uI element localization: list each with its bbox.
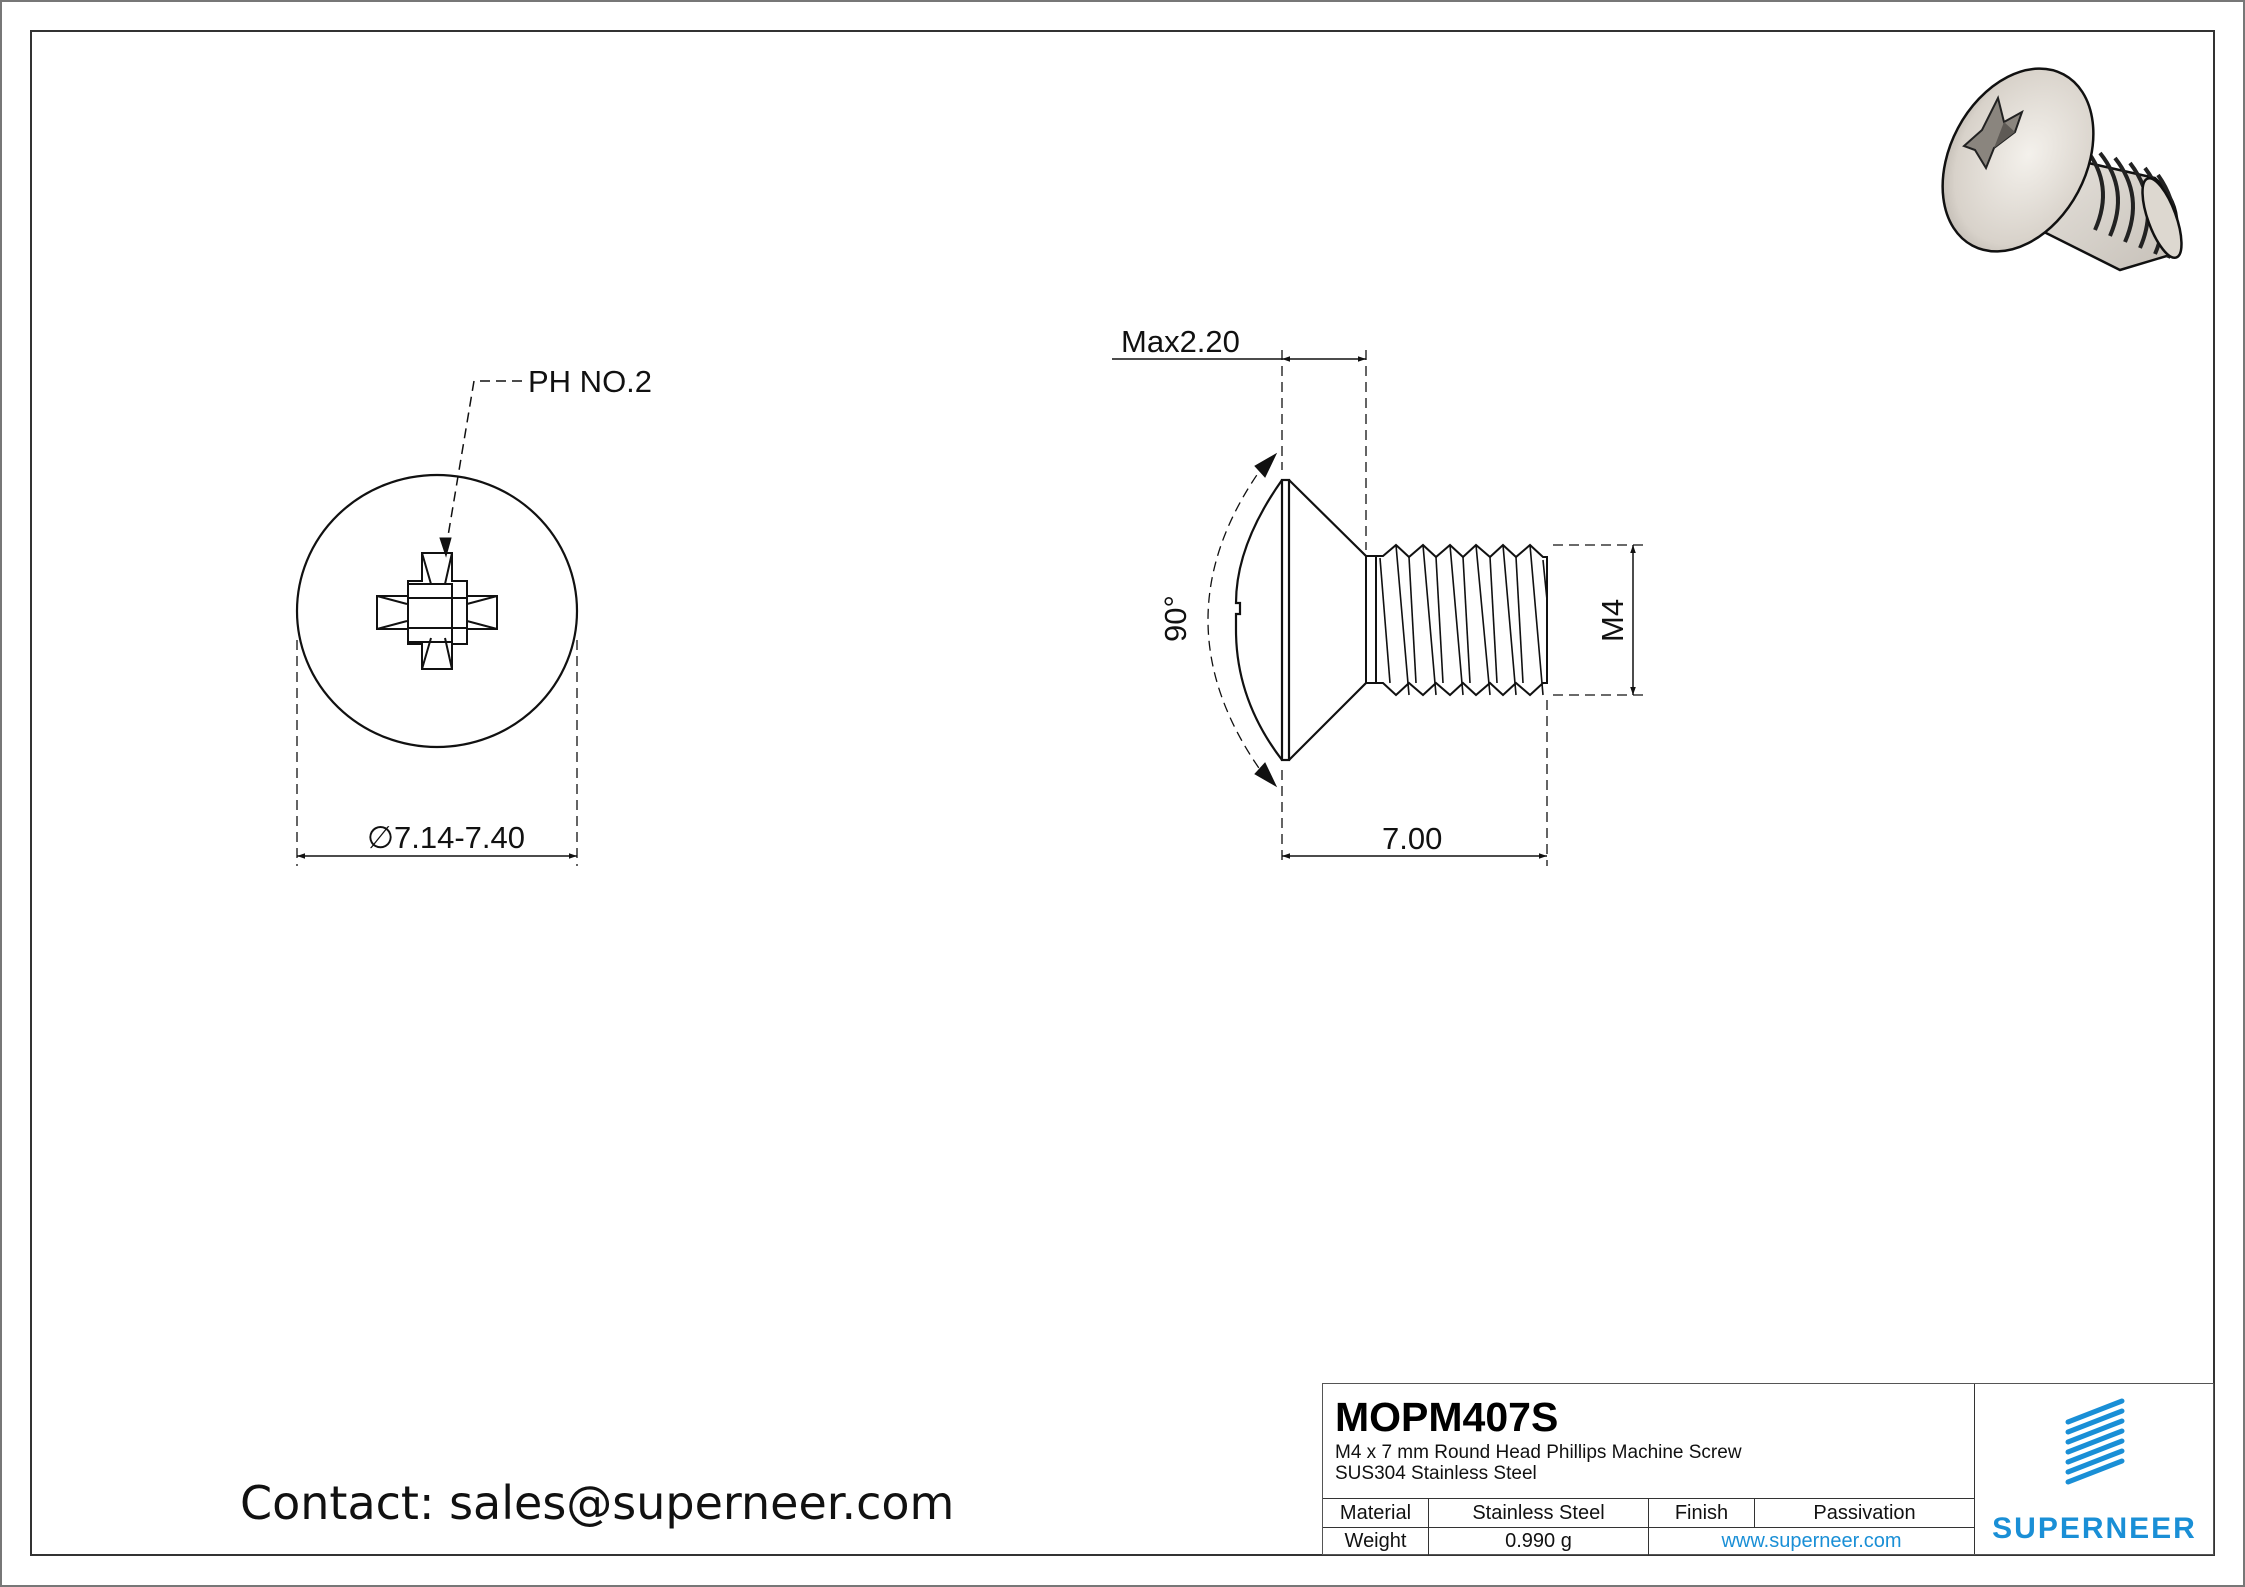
thread-helix-lines bbox=[1379, 544, 1548, 696]
material-value: Stainless Steel bbox=[1429, 1499, 1649, 1528]
drive-callout-label: PH NO.2 bbox=[528, 364, 653, 399]
weight-label: Weight bbox=[1323, 1528, 1429, 1555]
callout-leader bbox=[445, 380, 522, 549]
head-rim bbox=[1280, 478, 1291, 762]
phillips-recess-icon bbox=[376, 552, 498, 670]
front-view bbox=[295, 380, 579, 866]
contact-email[interactable]: Contact: sales@superneer.com bbox=[240, 1476, 955, 1530]
drawing-frame bbox=[30, 30, 2215, 1556]
side-view bbox=[1112, 350, 1645, 866]
website-link[interactable]: www.superneer.com bbox=[1721, 1530, 1902, 1552]
diameter-dimension-label: ∅7.14-7.40 bbox=[367, 820, 525, 855]
head-outline bbox=[295, 473, 579, 749]
title-block-row-weight: Weight 0.990 g www.superneer.com bbox=[1323, 1527, 1974, 1555]
part-number: MOPM407S bbox=[1335, 1394, 1559, 1440]
head-height-dimension-label: Max2.20 bbox=[1121, 324, 1240, 359]
part-description: M4 x 7 mm Round Head Phillips Machine Sc… bbox=[1335, 1442, 1742, 1484]
weight-value: 0.990 g bbox=[1429, 1528, 1649, 1555]
head-dome bbox=[1234, 479, 1283, 761]
angle-dimension-label: 90° bbox=[1158, 595, 1193, 642]
finish-label: Finish bbox=[1649, 1499, 1755, 1528]
finish-value: Passivation bbox=[1813, 1502, 1916, 1524]
head-countersink bbox=[1288, 479, 1367, 761]
thread-outline bbox=[1376, 543, 1548, 697]
screw-3d-render bbox=[1941, 67, 2183, 272]
angle-arc bbox=[1207, 461, 1267, 779]
description-line-2: SUS304 Stainless Steel bbox=[1335, 1463, 1537, 1484]
description-line-1: M4 x 7 mm Round Head Phillips Machine Sc… bbox=[1335, 1442, 1742, 1463]
company-name: SUPERNEER bbox=[1992, 1512, 2197, 1545]
length-dimension-label: 7.00 bbox=[1382, 821, 1443, 856]
title-block: MOPM407S M4 x 7 mm Round Head Phillips M… bbox=[1322, 1383, 2214, 1555]
title-block-row-material: Material Stainless Steel Finish Passivat… bbox=[1323, 1498, 1974, 1528]
material-label: Material bbox=[1323, 1499, 1429, 1528]
company-logo: SUPERNEER bbox=[1974, 1384, 2214, 1554]
stripes-logo-icon bbox=[2065, 1398, 2125, 1485]
thread-dimension-label: M4 bbox=[1595, 598, 1630, 642]
